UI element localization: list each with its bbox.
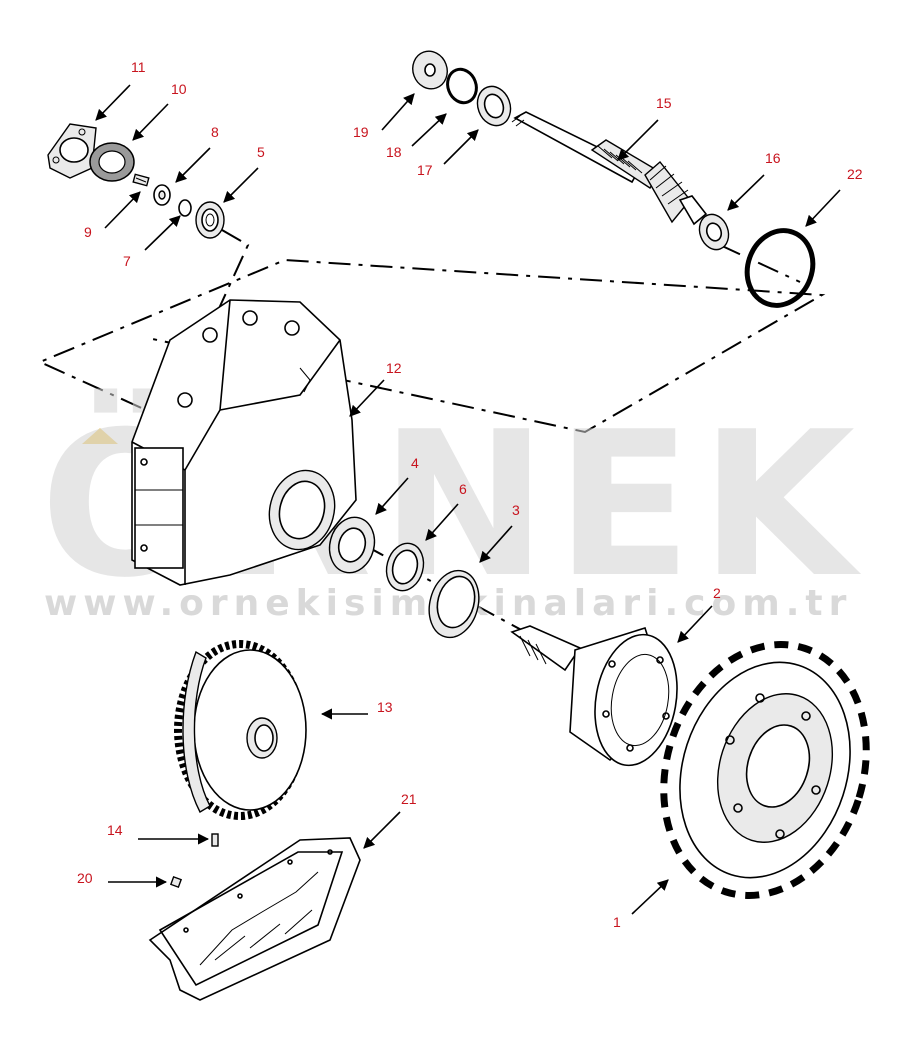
callout-22: 22: [847, 166, 863, 182]
part-3-seal: [428, 569, 480, 639]
callout-arrows: [95, 84, 841, 915]
part-14-pin: [211, 833, 219, 847]
callout-18: 18: [386, 144, 402, 160]
part-8-washer: [153, 184, 171, 206]
part-6-ring: [385, 542, 425, 592]
callout-13: 13: [377, 699, 393, 715]
callout-11: 11: [131, 59, 146, 75]
part-19-washer: [412, 50, 448, 90]
callout-9: 9: [84, 224, 92, 240]
callout-16: 16: [765, 150, 781, 166]
part-12-housing: [131, 299, 357, 586]
watermark-accent-icon: [82, 428, 118, 444]
callout-8: 8: [211, 124, 219, 140]
part-10-gasket: [89, 142, 135, 182]
part-9-bolt: [132, 173, 150, 187]
callout-10: 10: [171, 81, 187, 97]
part-18-snap-ring: [446, 67, 478, 105]
callout-6: 6: [459, 481, 467, 497]
callout-20: 20: [77, 870, 93, 886]
part-21-oil-pan: [148, 837, 361, 1001]
part-20-plug: [169, 875, 183, 889]
part-17-bearing: [476, 85, 512, 127]
callout-21: 21: [401, 791, 417, 807]
part-11-cover-plate: [47, 123, 97, 179]
part-4-bearing: [328, 516, 376, 574]
part-5-bearing: [195, 201, 225, 239]
part-16-bearing: [698, 213, 730, 251]
callout-17: 17: [417, 162, 433, 178]
part-15-pinion-shaft: [511, 111, 708, 226]
callout-15: 15: [656, 95, 672, 111]
callout-5: 5: [257, 144, 265, 160]
part-13-gear: [174, 640, 307, 820]
callout-12: 12: [386, 360, 402, 376]
part-7-ring: [178, 199, 192, 217]
callout-3: 3: [512, 502, 520, 518]
callout-7: 7: [123, 253, 131, 269]
callout-1: 1: [613, 914, 621, 930]
part-22-o-ring: [744, 228, 816, 308]
callout-4: 4: [411, 455, 419, 471]
callout-labels: 11 10 8 5 9 7 19 18 17 15 16 22 12 4 6 3…: [77, 59, 863, 930]
callout-14: 14: [107, 822, 123, 838]
callout-2: 2: [713, 585, 721, 601]
part-1-sprocket: [660, 641, 870, 899]
part-2-hub: [510, 625, 678, 767]
callout-19: 19: [353, 124, 369, 140]
